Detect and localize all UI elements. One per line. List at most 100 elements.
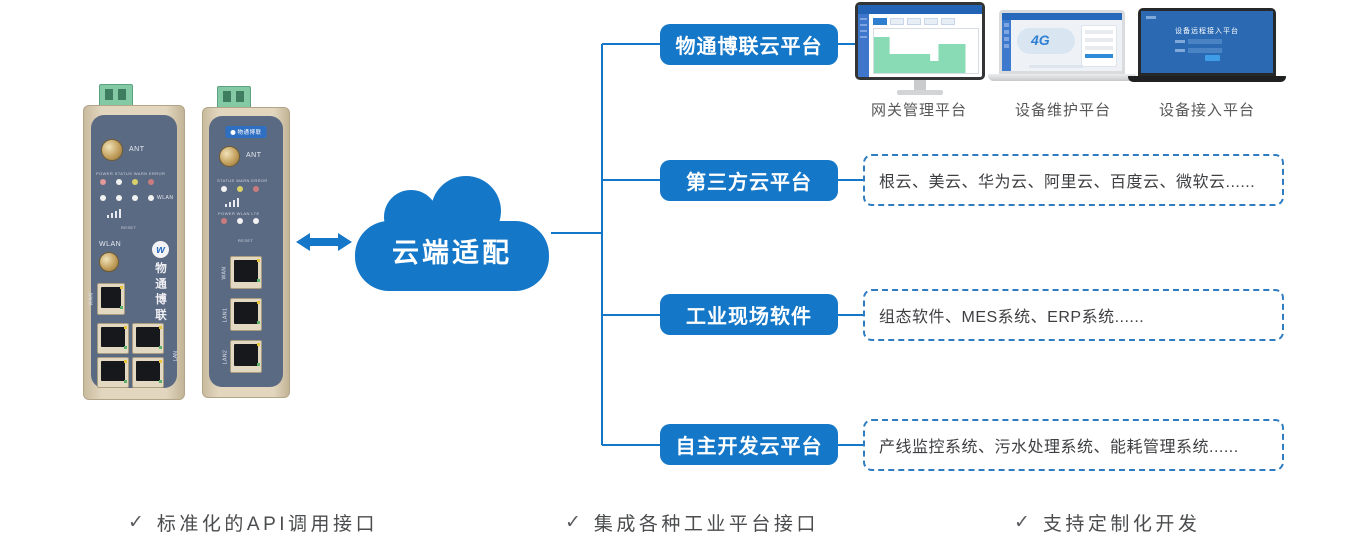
lan1-port: LAN1 <box>222 298 262 331</box>
led-labels-row1: STATUS WARN ERROR <box>217 178 268 183</box>
led-labels-row2: POWER WLAN LTE <box>218 211 260 216</box>
4g-graphic-text: 4G <box>1031 32 1050 48</box>
device-front-panel: ANT POWER STATUS WARN ERROR WLAN RESET W… <box>88 115 180 388</box>
led-indicator <box>237 186 243 192</box>
login-card <box>1081 25 1117 67</box>
led-row <box>221 218 259 224</box>
wan-port: WAN <box>88 283 125 315</box>
led-indicator <box>253 186 259 192</box>
cloud-label: 云端适配 <box>392 238 512 268</box>
led-indicator <box>116 179 122 185</box>
reset-label: RESET <box>121 225 137 230</box>
antenna-connector <box>101 139 123 161</box>
signal-bars-icon <box>225 198 239 207</box>
led-indicator <box>237 218 243 224</box>
form-row <box>1175 39 1222 44</box>
ant-label: ANT <box>129 146 145 153</box>
screen-main-area: 4G <box>1011 20 1122 71</box>
device-access-laptop: 设备远程接入平台 <box>1128 8 1286 82</box>
laptop-keyboard-deck <box>1128 76 1286 82</box>
node-industrial-field-software: 工业现场软件 <box>660 294 838 335</box>
node-wlink-cloud-platform: 物通博联云平台 <box>660 24 838 65</box>
self-developed-examples: 产线监控系统、污水处理系统、能耗管理系统...... <box>863 419 1284 471</box>
caption-device-maintenance: 设备维护平台 <box>1014 102 1111 119</box>
led-labels-row1: POWER STATUS WARN ERROR <box>96 171 166 176</box>
feature-item-api: ✓ 标准化的API调用接口 <box>128 509 378 536</box>
wan-port: WAN <box>221 256 262 289</box>
monitor-neck <box>914 80 926 90</box>
lan-port <box>132 323 164 354</box>
node-third-party-cloud: 第三方云平台 <box>660 160 838 201</box>
third-party-cloud-examples: 根云、美云、华为云、阿里云、百度云、微软云...... <box>863 154 1284 206</box>
lan2-port: LAN2 <box>222 340 262 373</box>
screen-tabs <box>873 18 955 25</box>
lan-ports-grid <box>97 323 164 388</box>
lan1-port-label: LAN1 <box>222 307 229 322</box>
led-indicator <box>100 179 106 185</box>
screen-chart-area <box>873 28 979 74</box>
cloud-shape <box>355 176 549 291</box>
lan-port <box>97 323 129 354</box>
device-front-panel: 物通博联 ANT STATUS WARN ERROR POWER WLAN LT… <box>209 116 283 387</box>
footer-text-line <box>1029 65 1083 68</box>
lan2-port-label: LAN2 <box>222 349 229 364</box>
feature-text: 标准化的API调用接口 <box>156 514 379 535</box>
device-maintenance-laptop: 4G <box>988 10 1136 81</box>
login-button-graphic <box>1205 55 1220 61</box>
caption-gateway-management: 网关管理平台 <box>870 102 967 119</box>
check-icon: ✓ <box>1014 512 1030 533</box>
screen-sidebar <box>1002 20 1011 71</box>
feature-item-customization: ✓ 支持定制化开发 <box>1014 509 1200 536</box>
brand-badge-text: 物通博联 <box>237 130 262 136</box>
wlan-antenna-connector <box>99 252 119 272</box>
screen-titlebar <box>1002 13 1122 20</box>
laptop-keyboard-deck <box>988 74 1136 81</box>
led-row <box>100 195 154 201</box>
cloud-graphic <box>1017 28 1075 54</box>
check-icon: ✓ <box>565 512 581 533</box>
brand-badge-dot <box>230 129 236 135</box>
brand-logo-mark: w <box>152 241 169 258</box>
led-indicator <box>221 218 227 224</box>
reset-label: RESET <box>238 238 254 243</box>
gateway-management-monitor <box>855 2 985 95</box>
ethernet-ports-column: WAN LAN1 LAN2 <box>221 256 262 373</box>
led-indicator <box>100 195 106 201</box>
led-indicator <box>148 179 154 185</box>
green-area-chart <box>874 37 966 73</box>
led-row <box>100 179 154 185</box>
screen-sidebar <box>858 14 869 77</box>
screen-titlebar <box>858 5 982 14</box>
monitor-frame <box>855 2 985 80</box>
led-indicator <box>221 186 227 192</box>
lan-port <box>97 357 129 388</box>
led-indicator <box>116 195 122 201</box>
laptop-screen: 设备远程接入平台 <box>1141 11 1273 73</box>
industrial-software-examples: 组态软件、MES系统、ERP系统...... <box>863 289 1284 341</box>
led-indicator <box>253 218 259 224</box>
gateway-device-3port: 物通博联 ANT STATUS WARN ERROR POWER WLAN LT… <box>202 86 290 398</box>
led-indicator <box>132 195 138 201</box>
cloud-adaptation-node: 云端适配 <box>353 175 551 293</box>
wlan-label: WLAN <box>99 241 122 248</box>
screen-corner-mark <box>1146 16 1156 19</box>
led-row <box>221 186 259 192</box>
led-indicator <box>132 179 138 185</box>
laptop-screen-frame: 设备远程接入平台 <box>1138 8 1276 76</box>
wan-port-label: WAN <box>221 266 228 279</box>
laptop-screen-frame: 4G <box>999 10 1125 74</box>
laptop-screen: 4G <box>1002 13 1122 71</box>
monitor-base <box>897 90 943 95</box>
bidirectional-arrow-icon <box>296 233 352 251</box>
brand-badge: 物通博联 <box>225 126 267 138</box>
check-icon: ✓ <box>128 512 144 533</box>
lan-label: LAN <box>173 351 180 361</box>
caption-device-access: 设备接入平台 <box>1158 102 1255 119</box>
node-self-developed-cloud: 自主开发云平台 <box>660 424 838 465</box>
lan-port <box>132 357 164 388</box>
feature-text: 支持定制化开发 <box>1042 514 1201 535</box>
gateway-device-4port: ANT POWER STATUS WARN ERROR WLAN RESET W… <box>83 84 185 400</box>
brand-vertical-text: 物通博联 <box>154 262 166 324</box>
